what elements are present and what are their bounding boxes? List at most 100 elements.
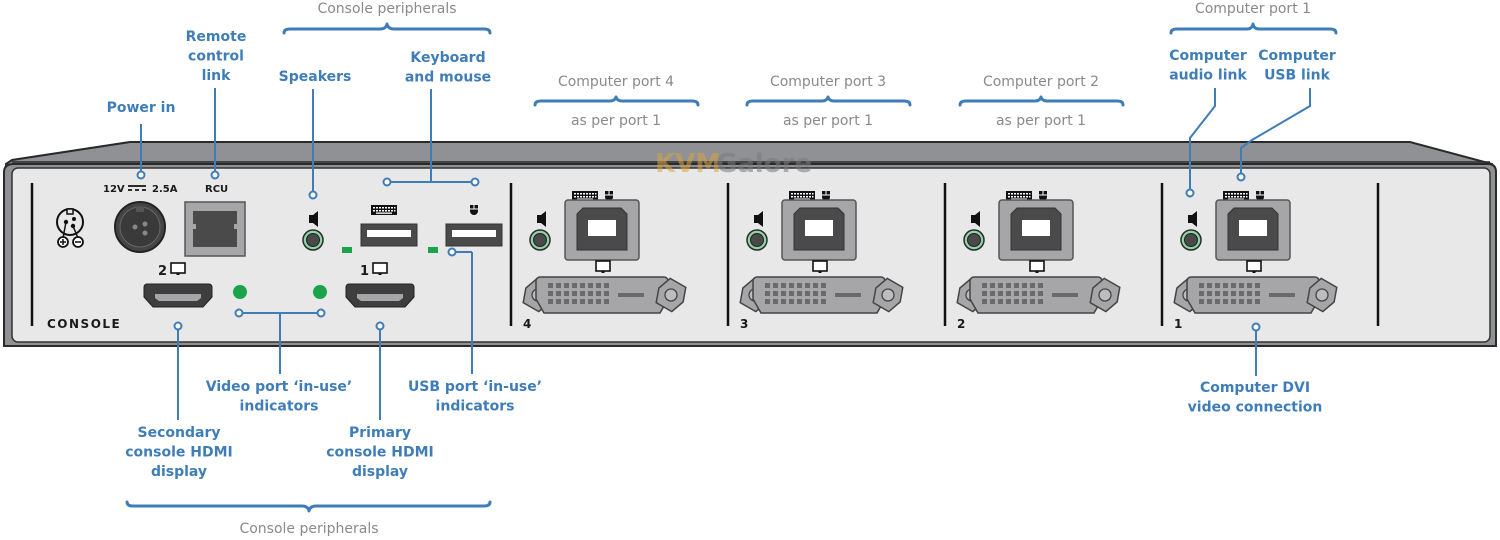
- computer-usb-b-port[interactable]: [998, 199, 1074, 261]
- monitor-icon: [372, 262, 388, 276]
- braces: [125, 22, 1338, 513]
- callout-speakers: Speakers: [279, 69, 352, 85]
- callout-line: Power in: [107, 100, 176, 116]
- callout-anchor: [382, 177, 392, 187]
- keyboard-icon: [371, 205, 397, 215]
- computer-dvi-port[interactable]: [752, 276, 886, 314]
- power-current: 2.5A: [152, 184, 178, 195]
- port-headers: Computer port 4 as per port 1 Computer por…: [558, 1, 1311, 129]
- callout-anchor: [136, 170, 146, 180]
- monitor-icon: [812, 260, 828, 274]
- brace-port2: [958, 95, 1125, 107]
- callout-anchor: [375, 321, 385, 331]
- console-panel-label: CONSOLE: [47, 317, 121, 331]
- hdmi-secondary-number: 2: [158, 264, 167, 279]
- computer-port-2: 2: [952, 190, 1125, 331]
- mouse-usb-port[interactable]: [445, 223, 503, 247]
- callout-line: indicators: [436, 399, 515, 415]
- callout-anchor: [1236, 172, 1246, 182]
- brace-port1: [1169, 22, 1338, 35]
- speaker-audio-jack[interactable]: [302, 229, 324, 251]
- callout-leaders: [136, 88, 1311, 420]
- video-primary-led: [313, 285, 327, 299]
- callout-video-in-use: Video port ‘in-use’indicators: [206, 379, 353, 415]
- callout-line: console HDMI: [326, 445, 433, 461]
- keyboard-usb-port[interactable]: [360, 223, 418, 247]
- computer-audio-jack[interactable]: [1180, 229, 1202, 251]
- computer-audio-jack[interactable]: [963, 229, 985, 251]
- callout-line: control: [188, 49, 244, 65]
- rcu-rj45-port[interactable]: [184, 201, 246, 257]
- callout-line: display: [352, 464, 408, 480]
- callout-line: USB link: [1264, 68, 1331, 84]
- callout-line: Secondary: [138, 425, 221, 441]
- callout-line: Computer: [1258, 48, 1336, 64]
- watermark: KVM Galore: [655, 149, 812, 179]
- rcu-label: RCU: [205, 184, 228, 195]
- mouse-usb-led: [428, 247, 438, 253]
- callout-anchor: [316, 308, 326, 318]
- computer-port-header: Computer port 1: [1195, 1, 1311, 17]
- hdmi-primary-port[interactable]: [345, 283, 415, 308]
- computer-port-number: 2: [957, 317, 965, 331]
- computer-port-number: 1: [1174, 317, 1182, 331]
- callout-line: video connection: [1188, 400, 1323, 416]
- hdmi-secondary-port[interactable]: [143, 283, 213, 308]
- console-section: 12V 2.5A RCU 2 1: [47, 184, 503, 331]
- watermark-part2: Galore: [716, 149, 812, 179]
- watermark-part1: KVM: [655, 149, 721, 179]
- computer-port-header: Computer port 4: [558, 74, 674, 90]
- callout-anchor: [447, 247, 457, 257]
- callout-line: Primary: [349, 425, 411, 441]
- computer-audio-jack[interactable]: [746, 229, 768, 251]
- callout-line: Computer: [1169, 48, 1247, 64]
- power-socket-icon[interactable]: [114, 201, 166, 253]
- computer-port-subtitle: as per port 1: [783, 113, 873, 129]
- computer-usb-b-port[interactable]: [781, 199, 857, 261]
- monitor-icon: [170, 262, 186, 276]
- callout-usb-in-use: USB port ‘in-use’ indicators: [408, 379, 542, 415]
- callout-anchor: [1185, 188, 1195, 198]
- computer-usb-b-port[interactable]: [1215, 199, 1291, 261]
- hdmi-primary-number: 1: [360, 264, 369, 279]
- dc-symbol-icon: [128, 185, 146, 191]
- callout-primary-hdmi: Primary console HDMI display: [326, 425, 433, 480]
- callout-power-in: Power in: [107, 100, 176, 116]
- computer-port-3: 3: [735, 190, 908, 331]
- callout-computer-dvi: Computer DVI video connection: [1188, 380, 1323, 416]
- computer-port-1: 1: [1169, 190, 1342, 331]
- callout-computer-audio: Computer audio link: [1169, 48, 1247, 84]
- callout-line: Keyboard: [410, 50, 485, 66]
- computer-dvi-port[interactable]: [535, 276, 669, 314]
- callout-anchor: [470, 177, 480, 187]
- monitor-icon: [1029, 260, 1045, 274]
- callout-anchor: [1251, 322, 1261, 332]
- callout-anchor: [234, 308, 244, 318]
- computer-audio-jack[interactable]: [529, 229, 551, 251]
- brace-console-bottom: [125, 500, 492, 513]
- monitor-icon: [1246, 260, 1262, 274]
- computer-dvi-port[interactable]: [969, 276, 1103, 314]
- computer-usb-b-port[interactable]: [564, 199, 640, 261]
- computer-port-subtitle: as per port 1: [996, 113, 1086, 129]
- computer-dvi-port[interactable]: [1186, 276, 1320, 314]
- callout-line: Speakers: [279, 69, 352, 85]
- callout-line: USB port ‘in-use’: [408, 379, 542, 395]
- callout-line: audio link: [1169, 68, 1247, 84]
- callout-line: Video port ‘in-use’: [206, 379, 353, 395]
- power-pin-diagram-icon: [56, 208, 84, 248]
- brace-port4: [533, 95, 700, 107]
- callout-line: Remote: [186, 29, 247, 45]
- callout-line: display: [151, 464, 207, 480]
- console-peripherals-bottom-label: Console peripherals: [239, 521, 378, 537]
- callout-line: Computer DVI: [1200, 380, 1310, 396]
- callout-anchor: [210, 170, 220, 180]
- computer-port-number: 3: [740, 317, 748, 331]
- brace-port3: [745, 95, 912, 107]
